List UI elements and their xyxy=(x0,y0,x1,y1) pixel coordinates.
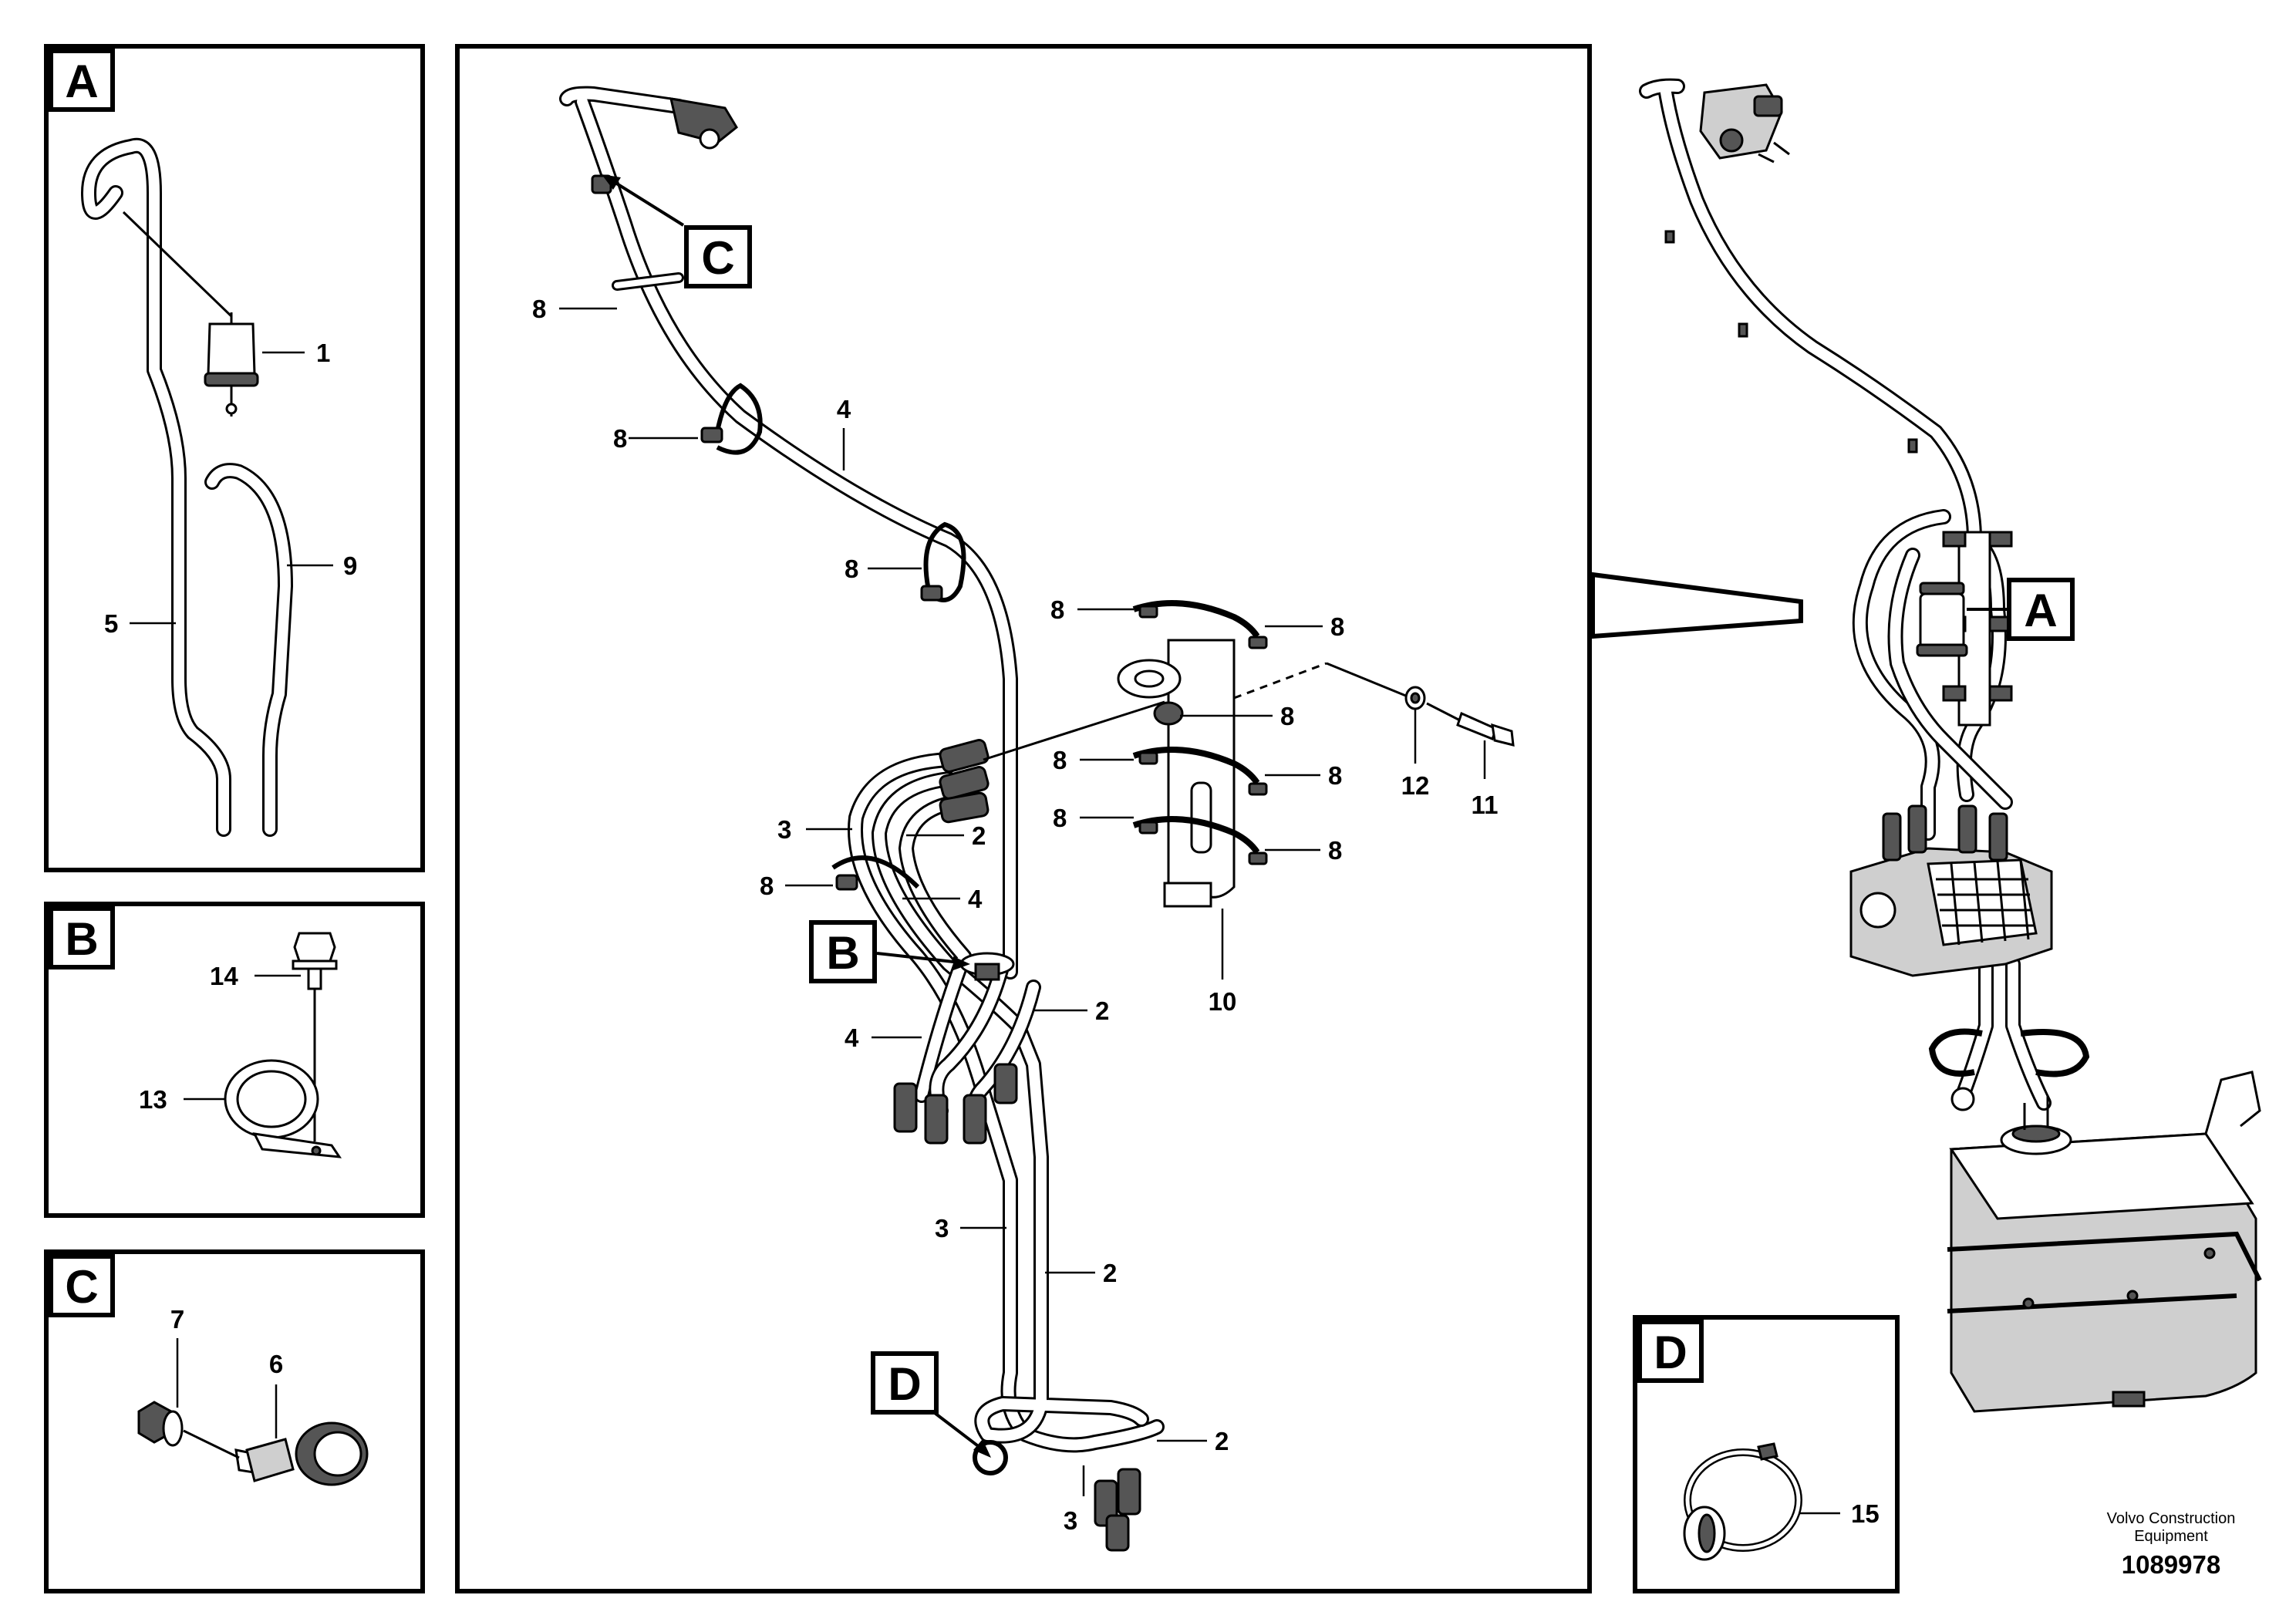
label-item-13: 13 xyxy=(139,1085,167,1114)
overview-hose-routing xyxy=(1639,78,2090,1111)
svg-text:A: A xyxy=(65,56,98,107)
label-item-8-b: 8 xyxy=(613,424,627,453)
label-item-15: 15 xyxy=(1851,1499,1880,1528)
label-item-8-e: 8 xyxy=(1330,612,1344,641)
hose-9-drawing xyxy=(204,463,293,837)
main-badge-b: B xyxy=(809,920,877,983)
overview-tank xyxy=(1947,1071,2262,1413)
label-item-8-h: 8 xyxy=(1328,761,1342,790)
svg-text:C: C xyxy=(701,232,734,284)
label-item-7: 7 xyxy=(170,1305,184,1334)
label-item-4-a: 4 xyxy=(837,395,851,423)
label-item-6: 6 xyxy=(269,1350,283,1378)
label-item-8-f: 8 xyxy=(1280,702,1294,730)
svg-text:D: D xyxy=(888,1358,921,1410)
label-item-3-c: 3 xyxy=(1064,1506,1077,1535)
nut-7-drawing xyxy=(137,1401,184,1447)
svg-text:B: B xyxy=(65,913,98,965)
overview-sensor-top xyxy=(1699,83,1790,164)
label-item-11: 11 xyxy=(1472,791,1499,819)
panel-d-badge: D xyxy=(1637,1320,1704,1383)
bracket-10-drawing xyxy=(983,600,1327,908)
label-item-4-b: 4 xyxy=(968,885,983,913)
label-item-2-b: 2 xyxy=(1095,996,1109,1025)
detail-panel-b: B 14 13 xyxy=(44,902,425,1218)
panel-b-badge: B xyxy=(49,906,115,969)
footer-block: Volvo Construction Equipment 1089978 xyxy=(2107,1510,2236,1579)
label-item-4-c: 4 xyxy=(845,1023,859,1052)
label-item-8-i: 8 xyxy=(1053,804,1067,832)
label-item-3-a: 3 xyxy=(777,815,791,844)
label-item-10: 10 xyxy=(1209,987,1237,1016)
overview-filter xyxy=(1916,582,1968,657)
label-item-3-b: 3 xyxy=(935,1214,949,1243)
label-item-12: 12 xyxy=(1401,771,1430,800)
hose-5-drawing xyxy=(81,137,233,837)
label-item-8-k: 8 xyxy=(760,872,774,900)
main-panel: C B D 8 8 4 8 8 8 8 8 8 xyxy=(455,44,1592,1593)
label-item-8-c: 8 xyxy=(845,555,858,583)
label-item-8-d: 8 xyxy=(1050,595,1064,624)
label-item-8-j: 8 xyxy=(1328,836,1342,865)
company-name-line1: Volvo Construction xyxy=(2107,1510,2236,1527)
svg-text:A: A xyxy=(2024,585,2057,636)
main-badge-d: D xyxy=(871,1351,939,1415)
label-item-8-a: 8 xyxy=(532,295,546,323)
label-item-2-c: 2 xyxy=(1103,1259,1117,1287)
overview-badge-a: A xyxy=(2007,578,2075,641)
detail-panel-a: A 1 5 9 xyxy=(44,44,425,872)
overview-bracket-clamps xyxy=(1664,230,2013,727)
label-item-2-a: 2 xyxy=(972,821,986,850)
label-item-9: 9 xyxy=(343,551,357,580)
label-item-1: 1 xyxy=(316,339,330,367)
bolt-14-drawing xyxy=(292,932,338,1141)
hose-4-drawing xyxy=(559,86,1018,980)
label-item-5: 5 xyxy=(104,609,118,638)
label-item-2-d: 2 xyxy=(1215,1427,1229,1455)
main-badge-c: C xyxy=(684,225,752,288)
drawing-number: 1089978 xyxy=(2122,1550,2220,1579)
overview-drawing: A xyxy=(1590,78,2262,1413)
bolt-11-drawing xyxy=(1426,702,1515,747)
panel-c-badge: C xyxy=(49,1254,115,1317)
connector-cluster-drawing xyxy=(893,739,1141,1552)
svg-text:B: B xyxy=(826,927,859,979)
cable-ties-drawing xyxy=(591,174,1015,1475)
svg-text:C: C xyxy=(65,1261,98,1313)
clamp-13-drawing xyxy=(224,1059,342,1158)
company-name-line2: Equipment xyxy=(2134,1528,2208,1545)
filter-1-drawing xyxy=(204,312,259,416)
hose-clip-15-drawing xyxy=(1683,1442,1802,1561)
washer-12-drawing xyxy=(1326,662,1426,710)
detail-panel-d: D 15 xyxy=(1633,1315,1900,1593)
svg-text:D: D xyxy=(1654,1327,1687,1378)
clamp-6-drawing xyxy=(183,1421,369,1486)
detail-panel-c: C 7 6 xyxy=(44,1249,425,1593)
panel-a-badge: A xyxy=(49,49,115,112)
label-item-14: 14 xyxy=(210,962,238,990)
label-item-8-g: 8 xyxy=(1053,746,1067,774)
overview-pump-unit xyxy=(1849,804,2053,977)
